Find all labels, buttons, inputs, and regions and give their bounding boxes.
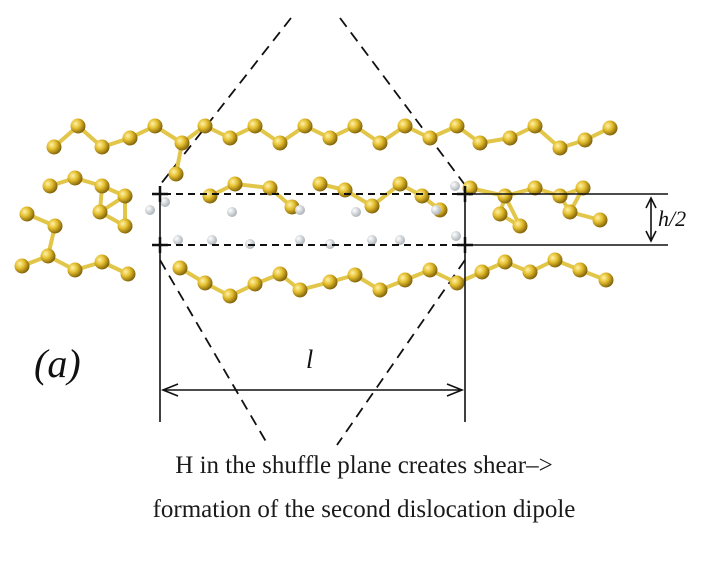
silicon-atom: [247, 118, 263, 134]
silicon-atom: [598, 272, 614, 288]
silicon-atom: [247, 276, 263, 292]
hydrogen-atom: [207, 235, 217, 245]
silicon-atom: [122, 130, 138, 146]
hydrogen-atom: [351, 207, 361, 217]
silicon-atom: [222, 130, 238, 146]
silicon-atom: [575, 180, 591, 196]
length-label: l: [306, 345, 313, 374]
hydrogen-atom: [431, 205, 441, 215]
silicon-atom: [527, 180, 543, 196]
silicon-atom: [168, 166, 184, 182]
bond-network: [20, 124, 612, 298]
silicon-atom: [372, 282, 388, 298]
silicon-atom: [592, 212, 608, 228]
silicon-atom: [372, 135, 388, 151]
silicon-atom: [272, 266, 288, 282]
silicon-atom: [297, 118, 313, 134]
silicon-atom: [197, 118, 213, 134]
hydrogen-atom: [295, 235, 305, 245]
silicon-atom: [117, 218, 133, 234]
silicon-atom: [322, 130, 338, 146]
silicon-atom: [492, 206, 508, 222]
silicon-atom: [472, 135, 488, 151]
silicon-atom: [197, 275, 213, 291]
caption-line-2: formation of the second dislocation dipo…: [152, 496, 576, 523]
silicon-atom: [14, 258, 30, 274]
silicon-atom: [449, 275, 465, 291]
silicon-atom: [552, 188, 568, 204]
silicon-atom: [70, 118, 86, 134]
silicon-atom: [94, 254, 110, 270]
atom-layer: [14, 118, 618, 304]
silicon-atom: [46, 139, 62, 155]
silicon-atom: [94, 178, 110, 194]
silicon-atom: [422, 262, 438, 278]
silicon-atom: [67, 262, 83, 278]
height-label: h/2: [658, 206, 686, 231]
hydrogen-atom: [173, 235, 183, 245]
silicon-atom: [497, 254, 513, 270]
silicon-atom: [449, 118, 465, 134]
hydrogen-atom: [295, 205, 305, 215]
silicon-atom: [40, 248, 56, 264]
height-dimension: [465, 193, 668, 246]
silicon-atom: [337, 182, 353, 198]
silicon-atom: [227, 176, 243, 192]
caption-line-1: H in the shuffle plane creates shear–>: [175, 452, 553, 479]
shuffle-plane-lines: [152, 193, 470, 246]
silicon-atom: [502, 130, 518, 146]
silicon-atom: [422, 130, 438, 146]
hydrogen-atom: [367, 235, 377, 245]
silicon-atom: [397, 272, 413, 288]
silicon-atom: [602, 120, 618, 136]
silicon-atom: [67, 170, 83, 186]
silicon-atom: [527, 118, 543, 134]
silicon-atom: [552, 140, 568, 156]
silicon-atom: [172, 260, 188, 276]
silicon-atom: [474, 264, 490, 280]
silicon-atom: [42, 178, 58, 194]
silicon-atom: [92, 204, 108, 220]
silicon-atom: [347, 267, 363, 283]
silicon-atom: [414, 188, 430, 204]
silicon-atom: [222, 288, 238, 304]
silicon-atom: [120, 266, 136, 282]
silicon-atom: [19, 206, 35, 222]
dashed-rhombus: [159, 17, 466, 446]
silicon-atom: [272, 135, 288, 151]
silicon-atom: [262, 180, 278, 196]
silicon-atom: [147, 118, 163, 134]
silicon-atom: [392, 176, 408, 192]
silicon-atom: [497, 188, 513, 204]
length-dimension: [159, 194, 466, 422]
silicon-atom: [202, 188, 218, 204]
silicon-atom: [347, 118, 363, 134]
silicon-atom: [547, 252, 563, 268]
silicon-atom: [562, 204, 578, 220]
silicon-atom: [512, 218, 528, 234]
silicon-atom: [117, 188, 133, 204]
hydrogen-atom: [450, 181, 460, 191]
silicon-atom: [94, 139, 110, 155]
silicon-atom: [322, 274, 338, 290]
silicon-atom: [312, 176, 328, 192]
silicon-atom: [364, 198, 380, 214]
silicon-atom: [397, 118, 413, 134]
silicon-atom: [47, 218, 63, 234]
hydrogen-atom: [325, 239, 335, 249]
hydrogen-atom: [145, 205, 155, 215]
hydrogen-atom: [227, 207, 237, 217]
hydrogen-atom: [451, 231, 461, 241]
silicon-atom: [174, 135, 190, 151]
hydrogen-atom: [395, 235, 405, 245]
silicon-atom: [572, 262, 588, 278]
hydrogen-atom: [160, 197, 170, 207]
silicon-atom: [292, 282, 308, 298]
panel-label: (a): [34, 341, 81, 386]
silicon-atom: [522, 264, 538, 280]
silicon-atom: [577, 132, 593, 148]
